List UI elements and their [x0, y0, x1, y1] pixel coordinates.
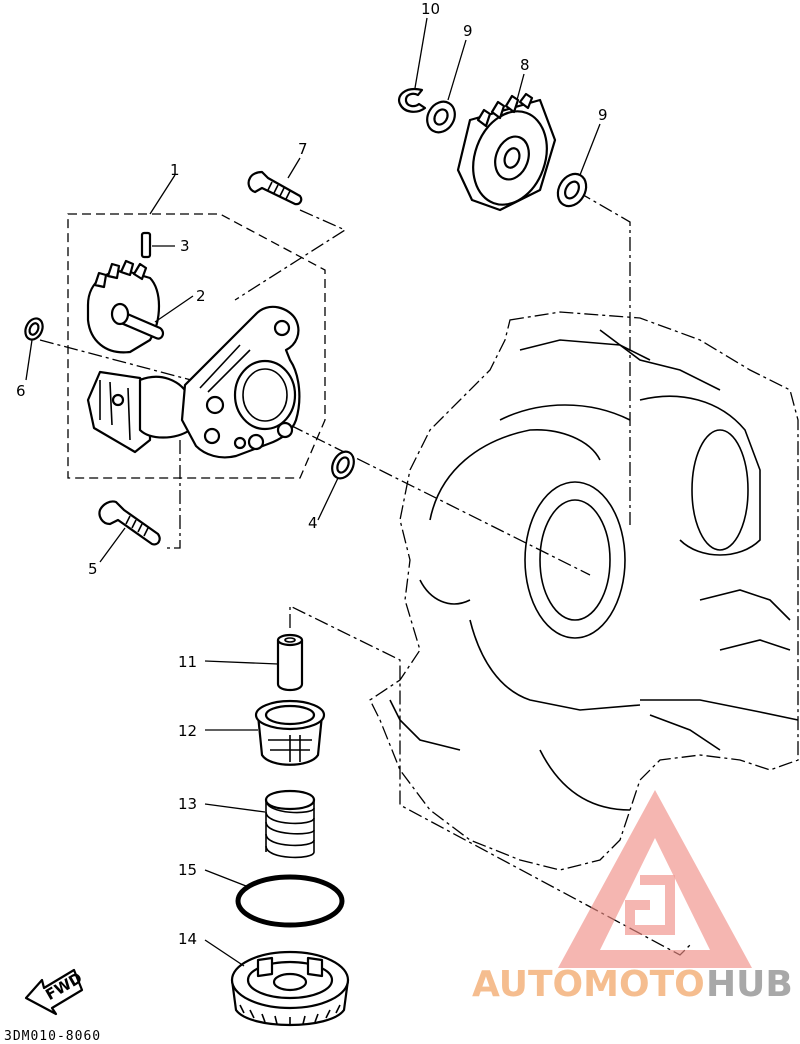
callout-numbers: 10 9 8 9 7 1 3 2 6 4 5 11 12 13 15 14: [16, 0, 608, 948]
callout-1: 1: [170, 161, 180, 179]
assembly-boundary: [67, 213, 326, 479]
washer-part-9-lower: [556, 172, 588, 208]
spring-part-13: [264, 790, 316, 859]
callout-13: 13: [178, 795, 197, 813]
bolt-part-7: [247, 170, 303, 206]
bolt-part-5: [98, 500, 161, 546]
callout-6: 6: [16, 382, 26, 400]
o-ring-part-15: [235, 874, 345, 928]
watermark-text-automoto: AUTOMOTO: [472, 964, 705, 1005]
gear-shaft-part-2: [86, 259, 165, 354]
cap-part-14: [230, 950, 350, 1027]
callout-11: 11: [178, 653, 197, 671]
o-ring-part-6: [24, 317, 44, 341]
circlip-part-10: [398, 88, 427, 113]
callout-8: 8: [520, 56, 530, 74]
callout-10: 10: [421, 0, 440, 18]
callout-15: 15: [178, 861, 197, 879]
forward-arrow-icon: FWD: [24, 969, 85, 1016]
washer-part-9-upper: [426, 100, 456, 134]
drawing-code: 3DM010-8060: [4, 1029, 101, 1044]
callout-12: 12: [178, 722, 197, 740]
strainer-part-12: [254, 699, 326, 766]
callout-9-lower: 9: [598, 106, 608, 124]
callout-7: 7: [298, 140, 308, 158]
crankcase: [369, 311, 799, 871]
o-ring-part-4: [331, 450, 355, 480]
callout-14: 14: [178, 930, 197, 948]
leader-lines: [25, 17, 601, 967]
callout-2: 2: [196, 287, 206, 305]
callout-3: 3: [180, 237, 190, 255]
callout-9-upper: 9: [463, 22, 473, 40]
pipe-part-11: [276, 633, 304, 692]
watermark-triangle-logo: [558, 790, 752, 968]
dowel-pin-part-3: [140, 231, 152, 259]
automotohub-watermark: AUTOMOTO HUB: [472, 790, 793, 1005]
oil-pump-body: [86, 305, 301, 459]
watermark-text-hub: HUB: [706, 964, 793, 1005]
callout-4: 4: [308, 514, 318, 532]
callout-5: 5: [88, 560, 98, 578]
pump-gear-part-8: [456, 92, 557, 212]
